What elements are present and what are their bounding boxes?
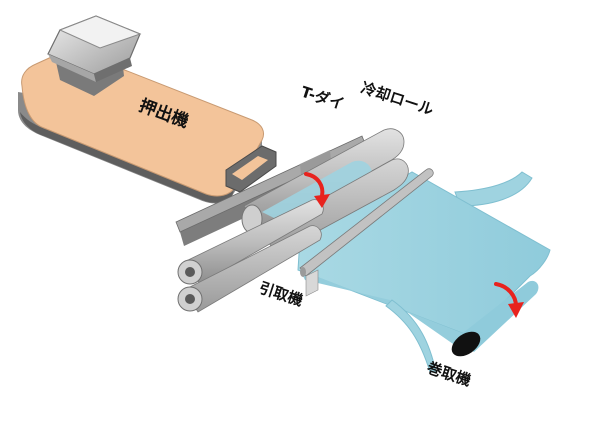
rotation-arrows [304,172,524,318]
film-upper-flap [454,171,533,207]
chill-roll-arrow-icon [304,172,325,198]
hopper [47,15,142,96]
film-lower-curl [385,299,437,373]
haul-off-label: 引取機 [257,279,305,310]
extruder: 押出機 [18,15,277,204]
chill-roll-label: 冷却ロール [359,79,436,119]
guide-rod [299,168,434,297]
t-die-label: T-ダイ [299,83,347,114]
chill-rolls: 冷却ロール [241,79,436,255]
winder-label: 巻取機 [424,358,473,389]
